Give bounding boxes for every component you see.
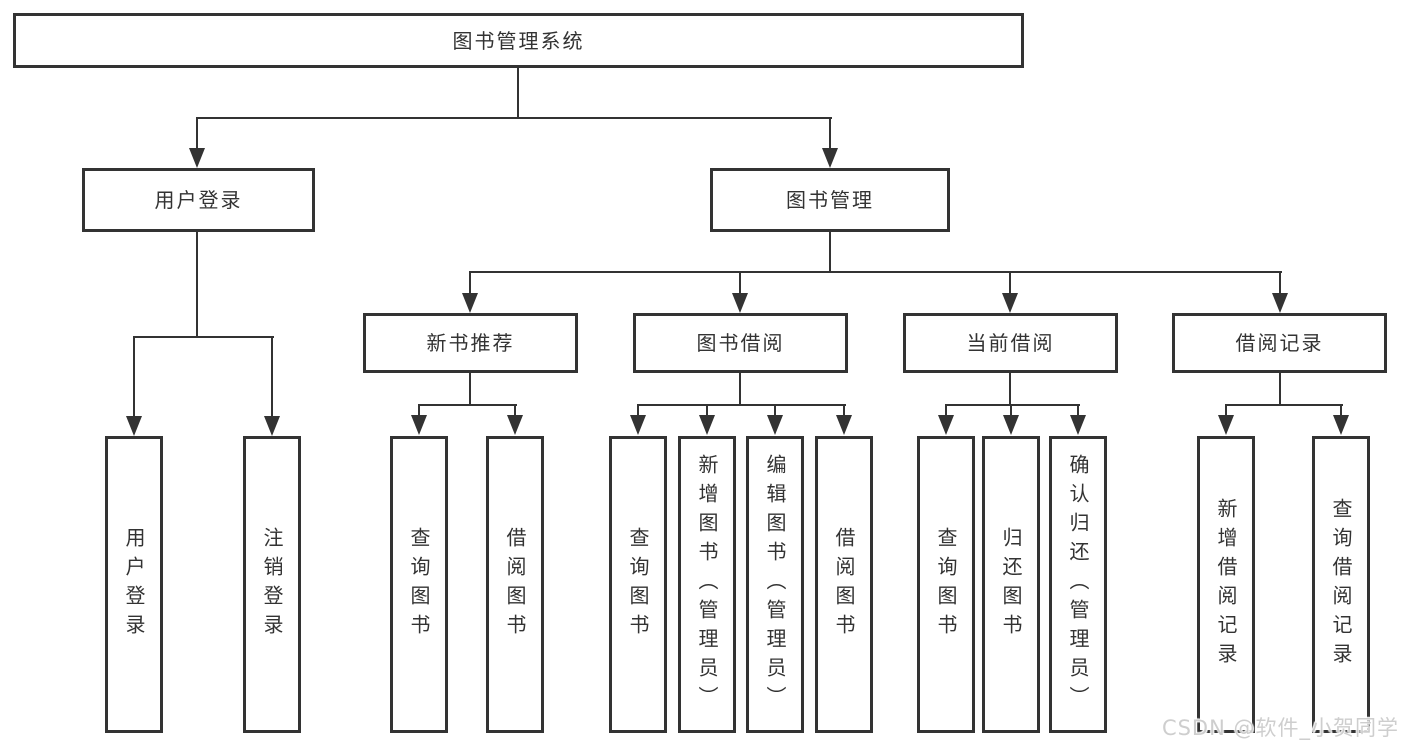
leaf-records-add-record-label: 新增借阅记录: [1214, 497, 1238, 672]
arrow-down-icon: [822, 148, 838, 168]
leaf-current-return-books: 归还图书: [982, 436, 1040, 733]
connector-newbooks-rail: [418, 404, 517, 406]
arrow-down-icon: [264, 416, 280, 436]
connector-drop-new-books: [469, 271, 471, 295]
leaf-newbooks-query-books-label: 查询图书: [407, 526, 431, 643]
connector-drop: [1225, 404, 1227, 416]
arrow-down-icon: [126, 416, 142, 436]
connector-drop: [514, 404, 516, 416]
leaf-borrow-edit-books-admin-label: 编辑图书（管理员）: [763, 454, 787, 715]
connector-drop-user-login: [196, 117, 198, 150]
connector-userlogin-stem: [196, 232, 198, 338]
leaf-current-query-books-label: 查询图书: [934, 526, 958, 643]
leaf-newbooks-borrow-books: 借阅图书: [486, 436, 544, 733]
connector-drop: [1010, 404, 1012, 416]
connector-bookborrow-stem: [739, 373, 741, 406]
leaf-borrow-query-books-label: 查询图书: [626, 526, 650, 643]
leaf-records-query-record: 查询借阅记录: [1312, 436, 1370, 733]
arrow-down-icon: [836, 415, 852, 435]
connector-userlogin-rail: [133, 336, 274, 338]
arrow-down-icon: [1272, 293, 1288, 313]
leaf-newbooks-query-books: 查询图书: [390, 436, 448, 733]
connector-bookborrow-rail: [637, 404, 846, 406]
connector-drop: [774, 404, 776, 416]
arrow-down-icon: [507, 415, 523, 435]
connector-drop: [637, 404, 639, 416]
arrow-down-icon: [1002, 293, 1018, 313]
node-book-management: 图书管理: [710, 168, 950, 232]
arrow-down-icon: [732, 293, 748, 313]
node-current-borrowing-label: 当前借阅: [966, 331, 1055, 355]
connector-newbooks-stem: [469, 373, 471, 406]
node-book-borrowing-label: 图书借阅: [696, 331, 785, 355]
connector-records-rail: [1225, 404, 1343, 406]
node-new-book-recommend-label: 新书推荐: [426, 331, 515, 355]
connector-drop-leaf-logout: [271, 336, 273, 417]
node-borrowing-records: 借阅记录: [1172, 313, 1387, 373]
leaf-user-login: 用户登录: [105, 436, 163, 733]
leaf-user-login-label: 用户登录: [122, 526, 146, 643]
connector-drop: [843, 404, 845, 416]
connector-drop-book-borrow: [739, 271, 741, 295]
connector-records-stem: [1279, 373, 1281, 406]
leaf-current-confirm-return-admin-label: 确认归还（管理员）: [1066, 454, 1090, 715]
arrow-down-icon: [1333, 415, 1349, 435]
node-book-borrowing: 图书借阅: [633, 313, 848, 373]
arrow-down-icon: [1070, 415, 1086, 435]
connector-currentborrow-rail: [945, 404, 1080, 406]
leaf-borrow-borrow-books-label: 借阅图书: [832, 526, 856, 643]
leaf-borrow-edit-books-admin: 编辑图书（管理员）: [746, 436, 804, 733]
leaf-newbooks-borrow-books-label: 借阅图书: [503, 526, 527, 643]
node-book-management-label: 图书管理: [786, 188, 874, 212]
connector-drop-leaf-userlogin: [133, 336, 135, 417]
leaf-records-query-record-label: 查询借阅记录: [1329, 497, 1353, 672]
node-user-login: 用户登录: [82, 168, 315, 232]
connector-drop: [1340, 404, 1342, 416]
node-user-login-label: 用户登录: [154, 188, 243, 212]
leaf-borrow-add-books-admin-label: 新增图书（管理员）: [695, 454, 719, 715]
node-new-book-recommend: 新书推荐: [363, 313, 578, 373]
arrow-down-icon: [411, 415, 427, 435]
connector-root-rail: [196, 117, 832, 119]
arrow-down-icon: [1218, 415, 1234, 435]
node-root-label: 图书管理系统: [452, 28, 585, 53]
connector-currentborrow-stem: [1009, 373, 1011, 406]
connector-root-stem: [517, 68, 519, 118]
leaf-current-return-books-label: 归还图书: [999, 526, 1023, 643]
leaf-records-add-record: 新增借阅记录: [1197, 436, 1255, 733]
arrow-down-icon: [630, 415, 646, 435]
node-borrowing-records-label: 借阅记录: [1235, 331, 1324, 355]
leaf-current-confirm-return-admin: 确认归还（管理员）: [1049, 436, 1107, 733]
connector-bookmgmt-rail: [469, 271, 1282, 273]
connector-bookmgmt-stem: [829, 232, 831, 273]
leaf-borrow-borrow-books: 借阅图书: [815, 436, 873, 733]
leaf-logout-label: 注销登录: [260, 526, 284, 643]
connector-drop-borrow-records: [1279, 271, 1281, 295]
connector-drop: [418, 404, 420, 416]
leaf-borrow-add-books-admin: 新增图书（管理员）: [678, 436, 736, 733]
connector-drop: [706, 404, 708, 416]
arrow-down-icon: [699, 415, 715, 435]
node-root: 图书管理系统: [13, 13, 1024, 68]
arrow-down-icon: [1003, 415, 1019, 435]
arrow-down-icon: [767, 415, 783, 435]
watermark-text: CSDN @软件_小贺同学: [1161, 716, 1399, 740]
arrow-down-icon: [938, 415, 954, 435]
node-current-borrowing: 当前借阅: [903, 313, 1118, 373]
leaf-borrow-query-books: 查询图书: [609, 436, 667, 733]
connector-drop: [1077, 404, 1079, 416]
connector-drop-book-mgmt: [829, 117, 831, 150]
arrow-down-icon: [189, 148, 205, 168]
leaf-current-query-books: 查询图书: [917, 436, 975, 733]
arrow-down-icon: [462, 293, 478, 313]
connector-drop: [945, 404, 947, 416]
leaf-logout: 注销登录: [243, 436, 301, 733]
connector-drop-current-borrow: [1009, 271, 1011, 295]
